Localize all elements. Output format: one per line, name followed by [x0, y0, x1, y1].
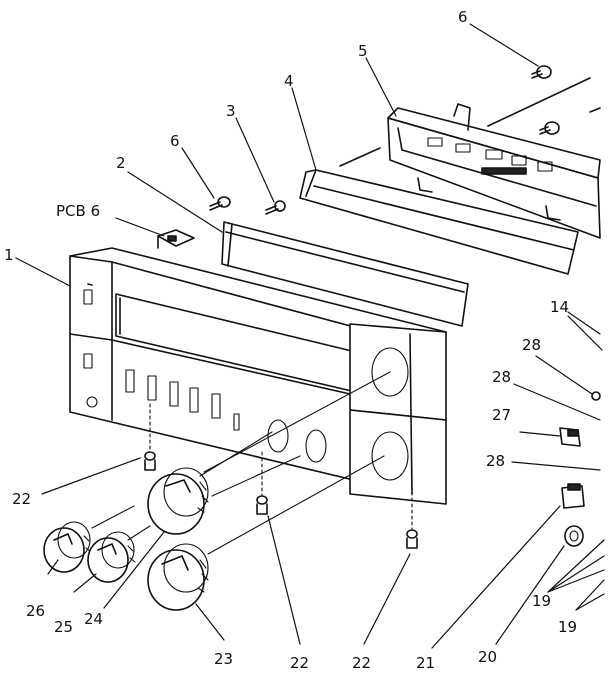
callout-23: 23 [214, 650, 233, 668]
assembly-lines [91, 371, 413, 555]
part-24-knob [147, 467, 209, 535]
callout-19-a: 19 [532, 592, 551, 610]
part-6-screw-top [531, 65, 560, 135]
callout-labels: 1 2 3 4 5 6 6 PCB 6 14 28 28 27 28 19 19… [4, 8, 577, 672]
part-27-clip [559, 427, 581, 447]
part-1-front-panel [69, 247, 447, 505]
callout-6-left: 6 [170, 132, 180, 150]
part-22-screw-b [256, 495, 268, 515]
part-2-display-window [221, 221, 469, 327]
callout-24: 24 [84, 610, 103, 628]
part-5-chassis-bracket [387, 77, 601, 239]
part-25-knob [87, 531, 136, 583]
callout-22-c: 22 [352, 654, 371, 672]
callout-6-top: 6 [458, 8, 468, 26]
callout-27: 27 [492, 406, 511, 424]
part-20-washer [564, 525, 584, 547]
callout-26: 26 [26, 602, 45, 620]
callout-21: 21 [416, 654, 435, 672]
callout-25: 25 [54, 618, 73, 636]
part-28-washer [591, 391, 601, 401]
part-4-lens-plate [299, 147, 579, 275]
part-23-knob [147, 543, 209, 611]
callout-pcb-6: PCB 6 [56, 202, 100, 220]
part-3-screw [265, 200, 286, 215]
leader-lines [15, 23, 605, 649]
part-26-knob [43, 521, 92, 573]
part-22-screw-a [144, 451, 156, 471]
part-6-screw-left [209, 196, 231, 211]
part-21-connector [561, 483, 585, 509]
callout-28-c: 28 [486, 452, 505, 470]
callout-22-b: 22 [290, 654, 309, 672]
callout-4: 4 [284, 72, 294, 90]
callout-20: 20 [478, 648, 497, 666]
part-22-screw-c [406, 529, 418, 549]
callout-14: 14 [550, 298, 569, 316]
callout-28-a: 28 [522, 336, 541, 354]
callout-22-a: 22 [12, 490, 31, 508]
callout-2: 2 [116, 154, 126, 172]
callout-5: 5 [358, 42, 368, 60]
pcb-6-board [157, 229, 195, 249]
callout-1: 1 [4, 246, 14, 264]
callout-28-b: 28 [492, 368, 511, 386]
callout-3: 3 [226, 102, 236, 120]
callout-19-b: 19 [558, 618, 577, 636]
